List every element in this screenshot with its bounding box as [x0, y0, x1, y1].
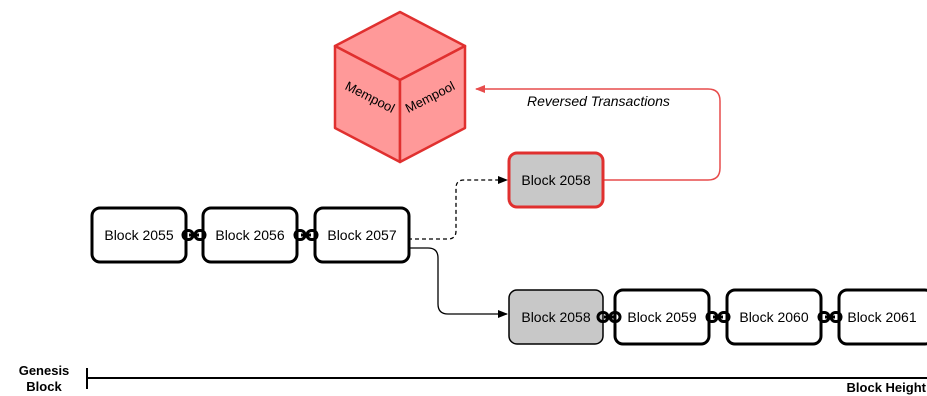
block-2055: Block 2055: [90, 206, 188, 264]
block-2057: Block 2057: [313, 206, 411, 264]
block-2058: Block 2058: [508, 289, 604, 345]
block-height-axis: Genesis Block Block Height: [19, 363, 927, 395]
block-label: Block 2058: [521, 309, 590, 325]
block-label: Block 2061: [847, 309, 916, 325]
main-chain: Block 2055 Block 2056 Block 2057: [90, 206, 411, 264]
block-label: Block 2057: [327, 227, 396, 243]
reversed-transactions-label: Reversed Transactions: [527, 93, 670, 109]
orphan-block-label: Block 2058: [521, 172, 590, 188]
block-2059: Block 2059: [613, 288, 711, 346]
block-label: Block 2059: [627, 309, 696, 325]
block-label: Block 2056: [215, 227, 284, 243]
block-label: Block 2060: [739, 309, 808, 325]
block-height-label: Block Height: [847, 380, 927, 395]
mempool-cube-right-face: [398, 44, 467, 164]
orphan-block: Block 2058: [507, 151, 605, 209]
block-2060: Block 2060: [725, 288, 823, 346]
mempool-cube: Mempool Mempool: [333, 10, 467, 164]
block-2061: Block 2061: [837, 288, 927, 346]
extended-chain: Block 2058 Block 2059 Block 2060 Block 2…: [508, 288, 927, 346]
genesis-block-label-line2: Block: [26, 379, 62, 394]
reversed-transactions-arrow: [475, 85, 721, 181]
block-2056: Block 2056: [201, 206, 299, 264]
chain-continuation-arrow: [408, 247, 508, 318]
block-label: Block 2055: [104, 227, 173, 243]
fork-dashed-arrow: [408, 176, 508, 240]
orphan-block-box: [507, 151, 605, 209]
genesis-block-label-line1: Genesis: [19, 363, 70, 378]
